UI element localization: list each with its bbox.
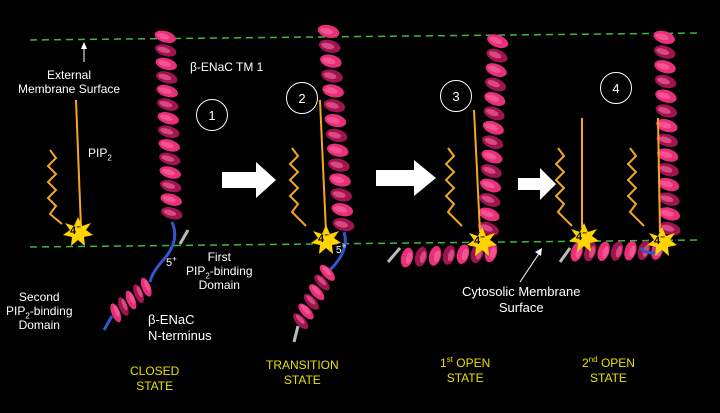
external-membrane-line bbox=[29, 32, 701, 41]
open1-state-label: 1st OPEN STATE bbox=[440, 355, 491, 386]
pip2-closed bbox=[46, 99, 93, 246]
tm1-helix-open1 bbox=[477, 34, 509, 236]
first-domain-label: First PIP2-binding Domain bbox=[186, 250, 253, 292]
step-4-circle: 4 bbox=[600, 72, 632, 104]
external-membrane-label: External Membrane Surface bbox=[18, 68, 121, 96]
tail-closed-2 bbox=[102, 315, 114, 331]
loop-open1 bbox=[386, 247, 402, 263]
arrow-2-3 bbox=[376, 160, 436, 196]
cytosolic-pointer bbox=[519, 251, 541, 283]
arrow-3-4 bbox=[518, 168, 556, 200]
loop-transition bbox=[328, 231, 347, 272]
tail-transition bbox=[292, 325, 300, 343]
pip2-open2-left bbox=[554, 118, 599, 252]
step-2-circle: 2 bbox=[286, 82, 318, 114]
loop-open2 bbox=[558, 247, 572, 263]
pip2-open1 bbox=[444, 109, 497, 256]
charge-plus-transition: 5+ bbox=[336, 241, 347, 256]
transition-state-label: TRANSITION STATE bbox=[266, 358, 339, 387]
open2-state-label: 2nd OPEN STATE bbox=[582, 355, 635, 386]
charge-open1: 4− bbox=[474, 232, 485, 247]
pip2-transition bbox=[288, 99, 341, 254]
tail-closed bbox=[178, 229, 190, 245]
step-3-circle: 3 bbox=[440, 80, 472, 112]
tm1-label: β-ENaC TM 1 bbox=[190, 60, 264, 74]
pip2-open2-right bbox=[626, 117, 677, 256]
loop-closed bbox=[148, 221, 177, 283]
charge-closed: 4− bbox=[70, 222, 81, 237]
charge-transition: 4− bbox=[318, 230, 329, 245]
n-terminus-helix-transition bbox=[293, 264, 335, 330]
charge-open2-right: 4− bbox=[654, 232, 665, 247]
tm1-helix-open2 bbox=[653, 30, 681, 236]
arrow-1-2 bbox=[222, 162, 276, 198]
step-1-circle: 1 bbox=[196, 99, 228, 131]
cytosolic-label: Cytosolic Membrane Surface bbox=[462, 284, 581, 315]
n-terminus-helix-closed bbox=[110, 277, 152, 323]
cytosolic-membrane-line bbox=[29, 239, 701, 248]
charge-open2-left: 4− bbox=[576, 228, 587, 243]
charge-plus-closed: 5+ bbox=[166, 254, 177, 269]
n-terminus-helix-open1 bbox=[400, 242, 498, 268]
tm1-helix-closed bbox=[154, 30, 183, 220]
second-domain-label: Second PIP2-binding Domain bbox=[6, 290, 73, 332]
tm1-helix-transition bbox=[317, 24, 355, 232]
pip2-label: PIP2 bbox=[88, 146, 112, 163]
n-terminus-label: β-ENaC N-terminus bbox=[148, 312, 212, 343]
closed-state-label: CLOSED STATE bbox=[130, 364, 180, 393]
